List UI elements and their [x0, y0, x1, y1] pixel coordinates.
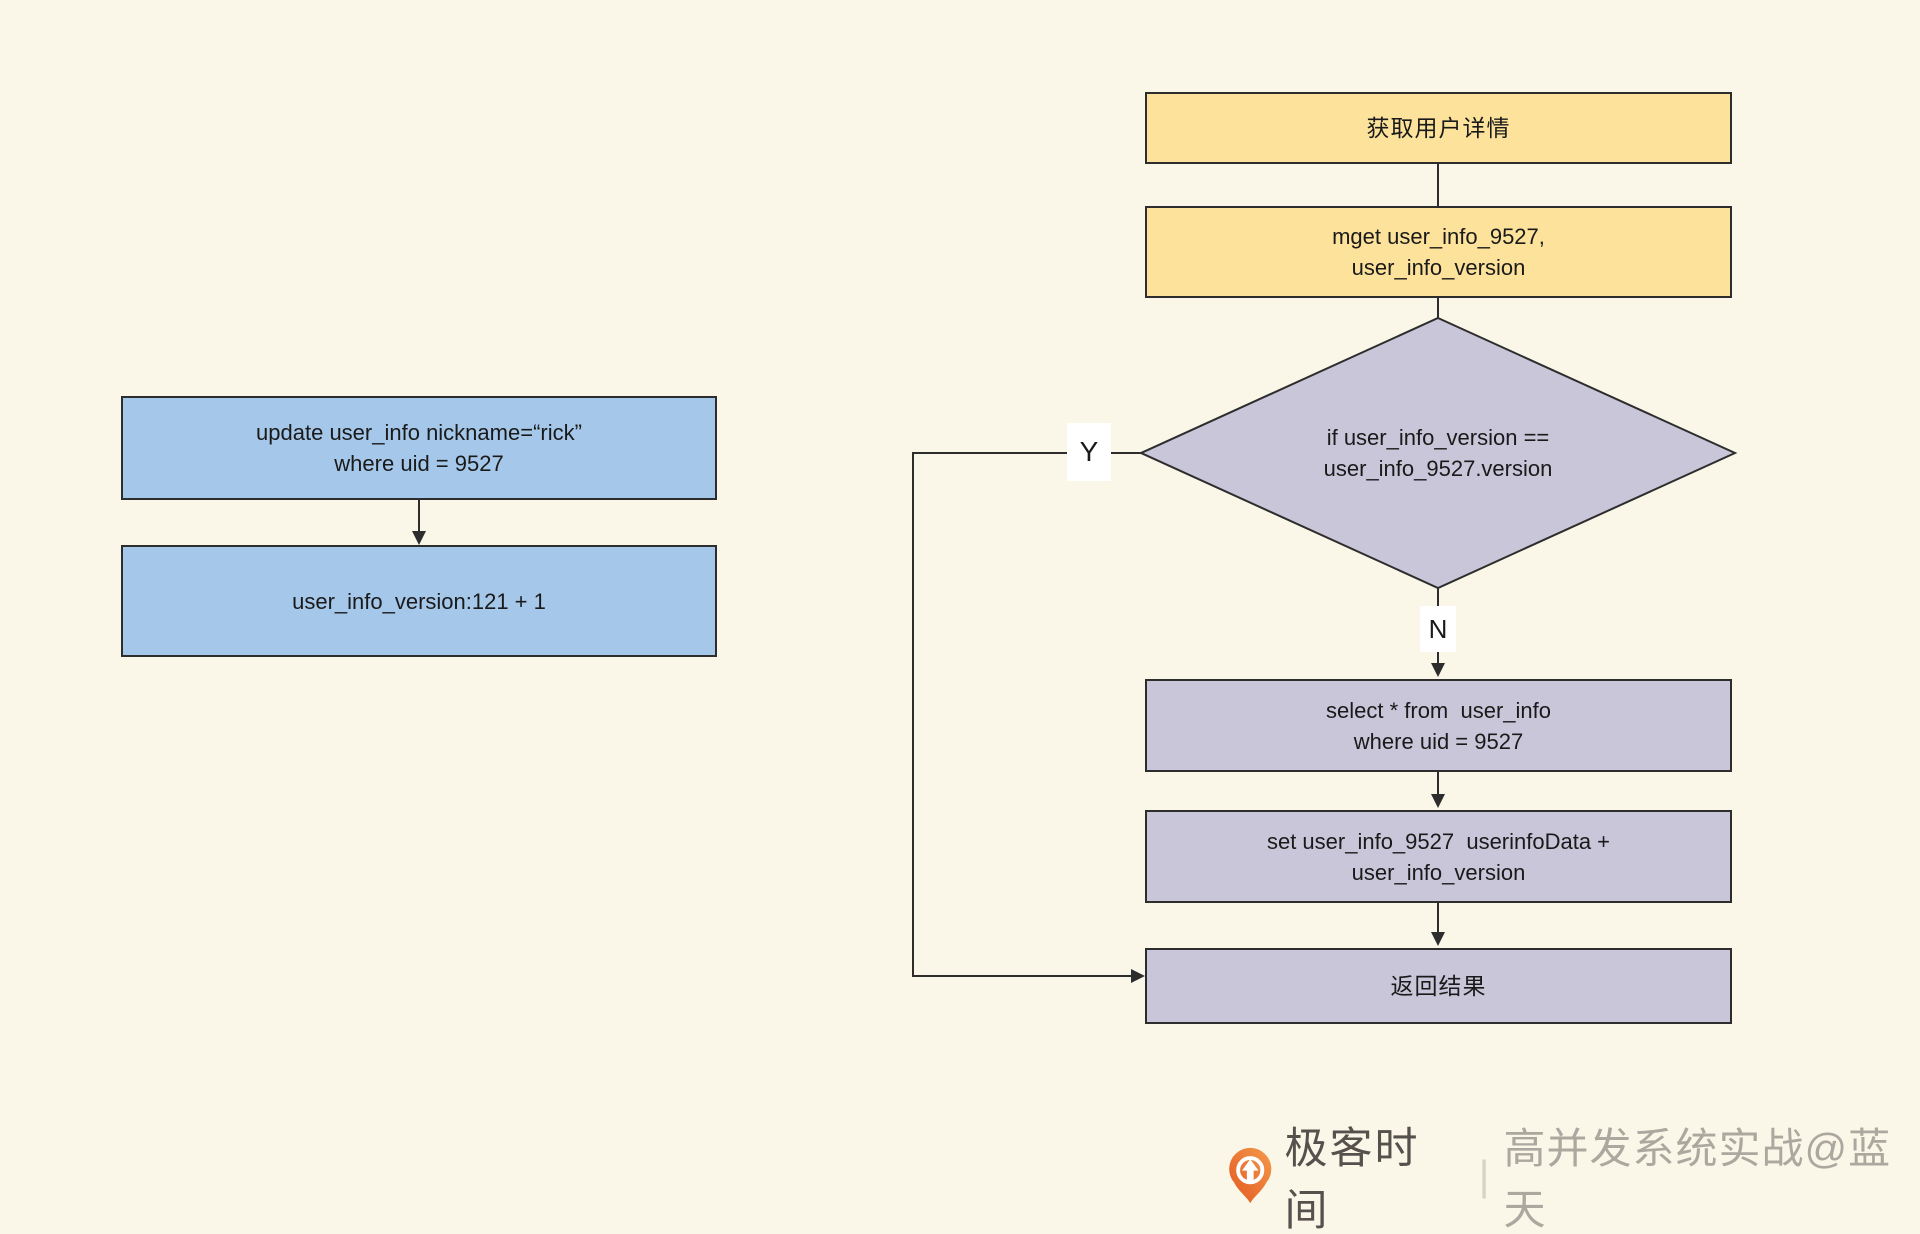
- process-text: 获取用户详情: [1366, 114, 1511, 141]
- decision-text-line: if user_info_version ==: [1326, 425, 1550, 450]
- process-text: user_info_version:121 + 1: [292, 588, 546, 614]
- process-text: set user_info_9527 userinfoData +: [1266, 828, 1611, 854]
- arrowhead-set-to-return: [1431, 932, 1445, 946]
- process-set-cache: set user_info_9527 userinfoData + user_i…: [1145, 810, 1732, 903]
- process-update-user-info: update user_info nickname=“rick” where u…: [121, 396, 717, 500]
- process-mget: mget user_info_9527, user_info_version: [1145, 206, 1732, 298]
- process-text: user_info_version: [1351, 859, 1526, 885]
- arrowhead-select-to-set: [1431, 794, 1445, 808]
- process-text: where uid = 9527: [1353, 728, 1524, 754]
- brand-separator: |: [1478, 1152, 1490, 1199]
- process-return-result: 返回结果: [1145, 948, 1732, 1024]
- watermark-text: 高并发系统实战@蓝天: [1503, 1125, 1892, 1233]
- geektime-logo-icon: [1229, 1147, 1272, 1204]
- brand-name: 极客时间: [1284, 1125, 1420, 1234]
- connector-decision-yes: [912, 452, 1141, 977]
- branch-label-yes: Y: [1067, 423, 1111, 481]
- process-text: mget user_info_9527,: [1332, 224, 1545, 249]
- process-select: select * from user_info where uid = 9527: [1145, 679, 1732, 772]
- branch-label-yes-text: Y: [1079, 436, 1099, 467]
- decision-text-line: user_info_9527.version: [1323, 456, 1553, 481]
- process-text: where uid = 9527: [334, 451, 504, 476]
- arrowhead-update-to-version: [412, 531, 426, 545]
- branch-label-no-text: N: [1428, 613, 1448, 644]
- process-text: update user_info nickname=“rick”: [256, 420, 582, 445]
- process-text: 返回结果: [1390, 972, 1487, 999]
- branch-label-no: N: [1420, 606, 1456, 652]
- process-get-user-detail: 获取用户详情: [1145, 92, 1732, 164]
- process-text: user_info_version: [1351, 255, 1526, 280]
- process-user-info-version-incr: user_info_version:121 + 1: [121, 545, 717, 657]
- arrowhead-decision-yes: [1131, 969, 1145, 983]
- decision-text: if user_info_version == user_info_9527.v…: [1288, 407, 1588, 499]
- arrowhead-decision-no: [1431, 663, 1445, 677]
- process-text: select * from user_info: [1326, 697, 1551, 723]
- footer-brand-bar: 极客时间 | 高并发系统实战@蓝天: [1228, 1125, 1920, 1234]
